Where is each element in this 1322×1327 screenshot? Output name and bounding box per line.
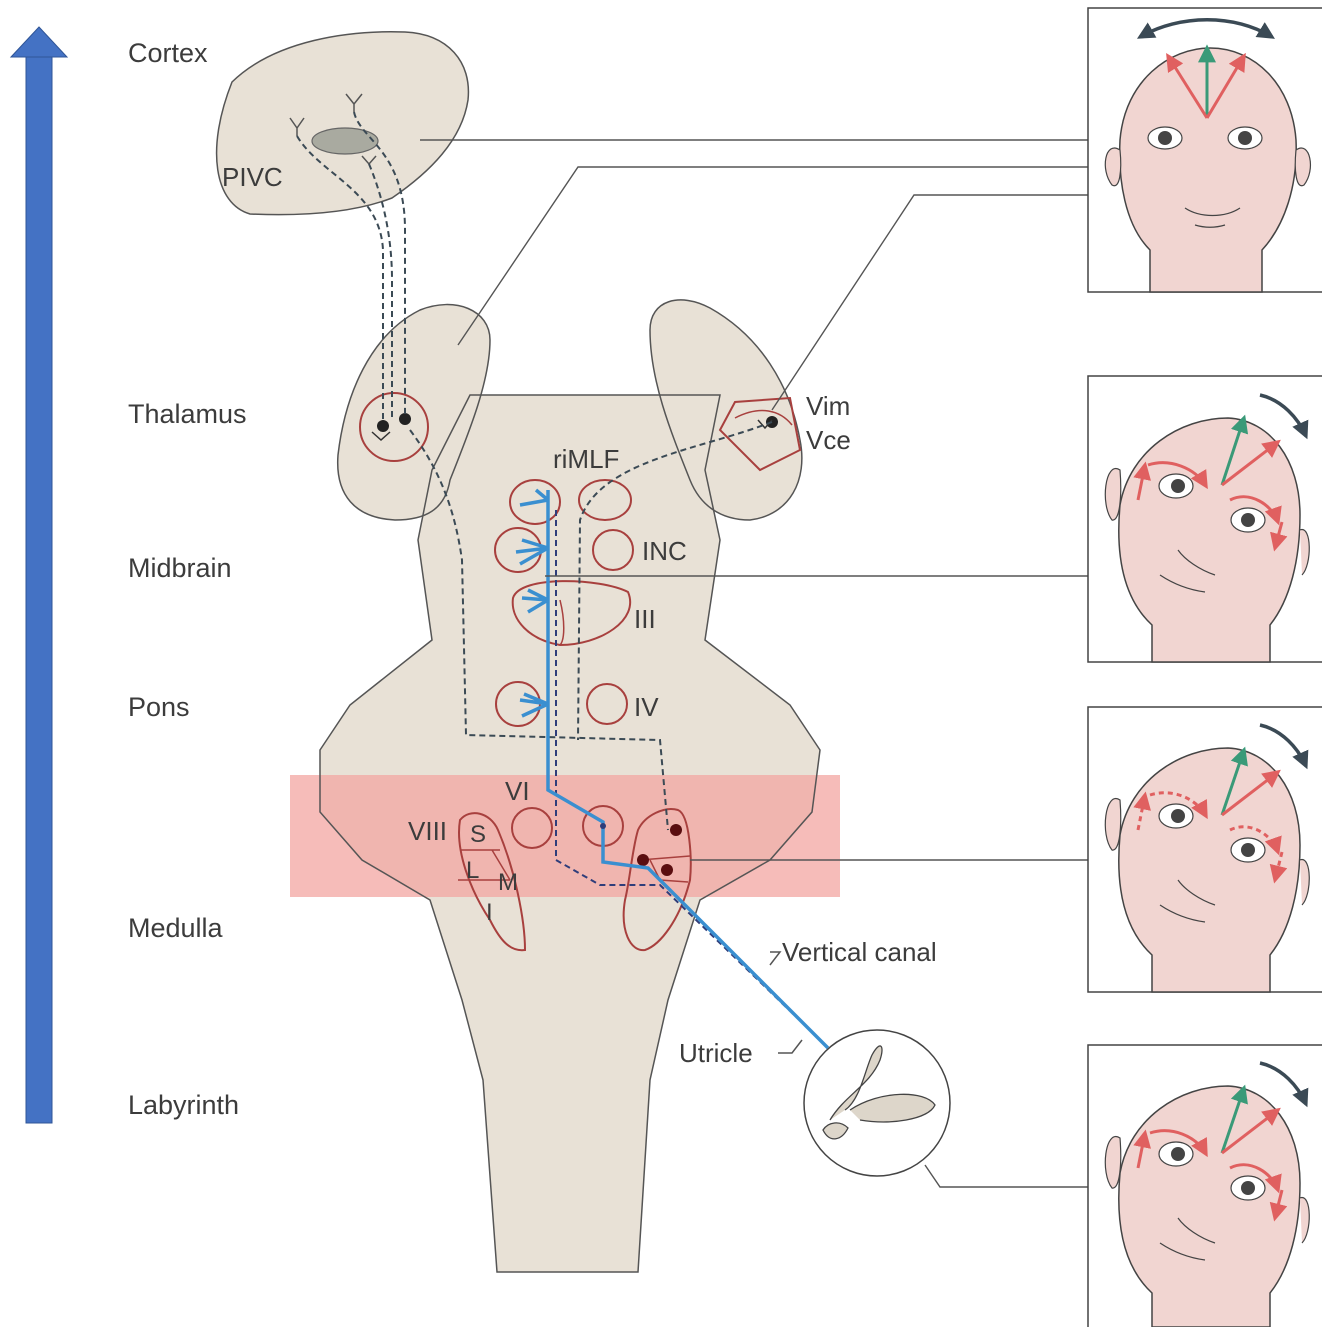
vim-label: Vim — [806, 391, 850, 421]
vertical-canal-label: Vertical canal — [782, 937, 937, 967]
face-panel-tilted-3 — [1088, 1045, 1322, 1327]
level-label-medulla: Medulla — [128, 913, 224, 943]
face-panel-tilted-2 — [1088, 707, 1322, 992]
utricle-label: Utricle — [679, 1038, 753, 1068]
medulla-highlight-band — [290, 775, 840, 897]
vi-label: VI — [505, 776, 530, 806]
l-label: L — [466, 857, 479, 884]
face-panel-tilted-1 — [1088, 376, 1322, 662]
viii-label: VIII — [408, 816, 447, 846]
iii-label: III — [634, 604, 656, 634]
face-panel-upright — [1088, 8, 1322, 292]
level-label-labyrinth: Labyrinth — [128, 1090, 239, 1120]
rimlf-label: riMLF — [553, 444, 619, 474]
inc-label: INC — [642, 536, 687, 566]
pivc-area — [312, 128, 378, 154]
level-label-cortex: Cortex — [128, 38, 208, 68]
s-label: S — [470, 821, 486, 848]
level-label-pons: Pons — [128, 692, 190, 722]
i-label: I — [486, 899, 493, 926]
iv-label: IV — [634, 692, 659, 722]
labyrinth-inset — [804, 1030, 950, 1176]
ascending-hierarchy-arrow — [11, 27, 67, 1123]
vce-label: Vce — [806, 425, 851, 455]
level-label-midbrain: Midbrain — [128, 553, 232, 583]
level-label-thalamus: Thalamus — [128, 399, 247, 429]
m-label: M — [498, 869, 518, 896]
cortex-hemisphere: PIVC — [217, 32, 469, 215]
pivc-label: PIVC — [222, 162, 283, 192]
